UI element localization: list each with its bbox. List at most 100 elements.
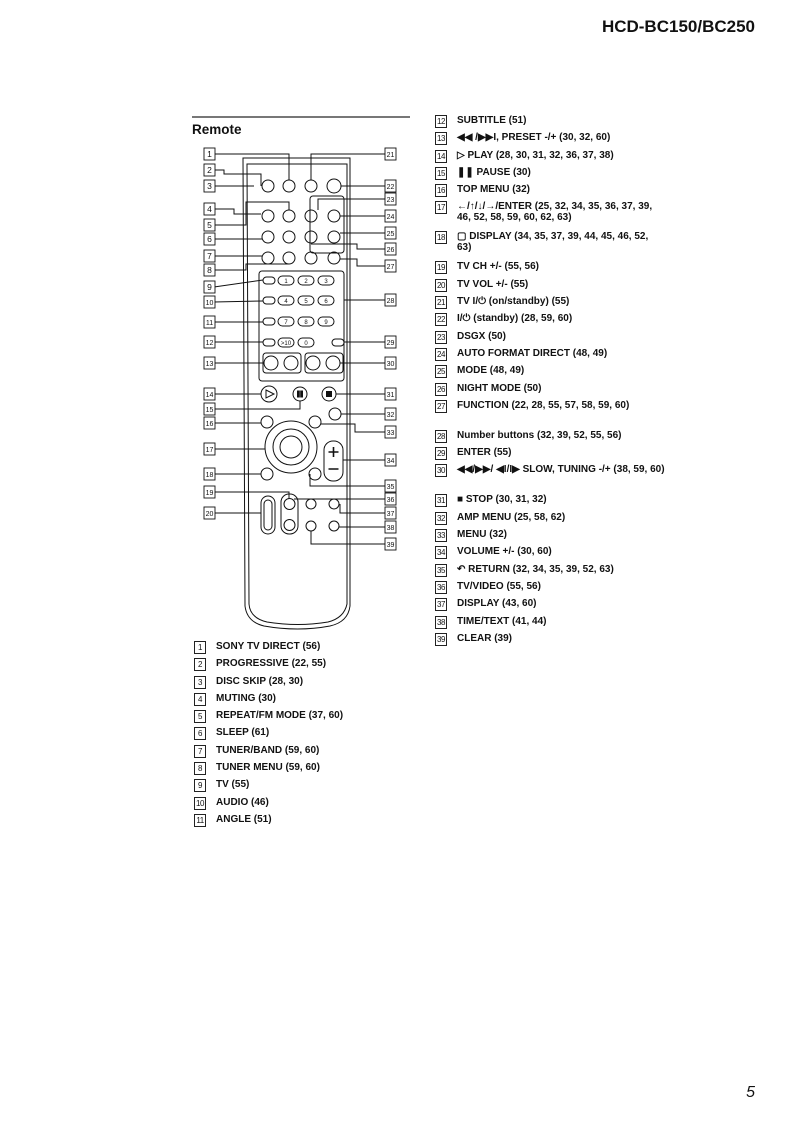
model-header: HCD-BC150/BC250 bbox=[601, 17, 755, 36]
svg-text:22: 22 bbox=[387, 184, 395, 191]
legend-item: 17←/↑/↓/→/ENTER (25, 32, 34, 35, 36, 37,… bbox=[435, 201, 665, 231]
legend-number-box: 31 bbox=[435, 494, 447, 508]
legend-number-box: 2 bbox=[194, 658, 206, 672]
legend-number-box: 18 bbox=[435, 231, 447, 245]
svg-text:20: 20 bbox=[206, 511, 214, 518]
legend-text: SUBTITLE (51) bbox=[457, 115, 527, 126]
legend-item: 23 DSGX (50) bbox=[435, 330, 665, 348]
legend-number-box: 19 bbox=[435, 261, 447, 275]
legend-text: ▷ PLAY (28, 30, 31, 32, 36, 37, 38) bbox=[457, 149, 614, 161]
right-panel-frame bbox=[309, 195, 345, 254]
svg-text:21: 21 bbox=[387, 152, 395, 159]
legend-item: 33 MENU (32) bbox=[435, 529, 665, 546]
legend-text: VOLUME +/- (30, 60) bbox=[457, 546, 552, 558]
page-number: 5 bbox=[746, 1084, 755, 1101]
legend-text: DISC SKIP (28, 30) bbox=[216, 675, 304, 687]
legend-left-column: 1 SONY TV DIRECT (56) 2 PROGRESSIVE (22, 55… bbox=[194, 641, 404, 831]
key-3-label: 3 bbox=[324, 279, 328, 285]
svg-text:25: 25 bbox=[387, 231, 395, 238]
legend-number-box: 6 bbox=[194, 727, 206, 741]
svg-text:14: 14 bbox=[206, 392, 214, 399]
svg-text:7: 7 bbox=[207, 251, 212, 261]
svg-text:3: 3 bbox=[207, 181, 212, 191]
legend-text: TUNER MENU (59, 60) bbox=[216, 762, 320, 774]
svg-text:34: 34 bbox=[387, 458, 395, 465]
legend-text: DISPLAY (43, 60) bbox=[457, 598, 537, 610]
legend-item: 15 ❚❚ PAUSE (30) bbox=[435, 166, 665, 184]
svg-text:37: 37 bbox=[387, 511, 395, 518]
legend-number-box: 37 bbox=[435, 598, 447, 612]
legend-number-box: 25 bbox=[435, 365, 447, 379]
legend-text: ❚❚ PAUSE (30) bbox=[457, 166, 531, 178]
legend-item: 30◀◀/▶▶/ ◀I/I▶ SLOW, TUNING -/+ (38, 59,… bbox=[435, 464, 665, 494]
svg-text:32: 32 bbox=[387, 412, 395, 419]
legend-number-box: 4 bbox=[194, 692, 206, 706]
section-divider bbox=[192, 116, 410, 118]
legend-text: MENU (32) bbox=[457, 529, 508, 541]
legend-item: 13◀◀ /▶▶I, PRESET -/+ (30, 32, 60) bbox=[435, 132, 665, 149]
legend-number-box: 10 bbox=[194, 796, 206, 810]
legend-text: CLEAR (39) bbox=[457, 632, 513, 644]
section-title: Remote bbox=[192, 122, 242, 137]
legend-number-box: 15 bbox=[435, 166, 447, 180]
legend-number-box: 28 bbox=[435, 429, 447, 443]
legend-item: 14▷ PLAY (28, 30, 31, 32, 36, 37, 38) bbox=[435, 149, 665, 167]
legend-text: AUTO FORMAT DIRECT (48, 49) bbox=[457, 347, 608, 359]
legend-item: 32 AMP MENU (25, 58, 62) bbox=[435, 511, 665, 529]
legend-number-box: 23 bbox=[435, 330, 447, 344]
legend-text: AMP MENU (25, 58, 62) bbox=[457, 511, 566, 523]
svg-text:10: 10 bbox=[206, 300, 214, 307]
legend-text: ■ STOP (30, 31, 32) bbox=[457, 494, 547, 506]
key-2-label: 2 bbox=[304, 279, 308, 285]
legend-text: SONY TV DIRECT (56) bbox=[216, 641, 321, 652]
legend-right-column: 12 SUBTITLE (51) 13◀◀ /▶▶I, PRESET -/+ (30… bbox=[435, 115, 665, 650]
key-4-label: 4 bbox=[284, 299, 288, 305]
svg-text:23: 23 bbox=[387, 197, 395, 204]
legend-text: TIME/TEXT (41, 44) bbox=[457, 615, 547, 627]
legend-item: 24 AUTO FORMAT DIRECT (48, 49) bbox=[435, 347, 665, 365]
legend-number-box: 22 bbox=[435, 313, 447, 327]
legend-text: PROGRESSIVE (22, 55) bbox=[216, 658, 327, 670]
legend-number-box: 33 bbox=[435, 529, 447, 543]
legend-number-box: 1 bbox=[194, 641, 206, 654]
legend-number-box: 12 bbox=[435, 115, 447, 128]
legend-text: DSGX (50) bbox=[457, 330, 506, 342]
svg-text:18: 18 bbox=[206, 472, 214, 479]
legend-item: 18 ▢ DISPLAY (34, 35, 37, 39, 44, 45, 46,… bbox=[435, 231, 665, 261]
svg-text:2: 2 bbox=[207, 165, 212, 175]
legend-text: ▢ DISPLAY (34, 35, 37, 39, 44, 45, 46, 5… bbox=[457, 231, 649, 254]
legend-number-box: 24 bbox=[435, 347, 447, 361]
legend-text: Number buttons (32, 39, 52, 55, 56) bbox=[457, 429, 622, 441]
legend-item: 2 PROGRESSIVE (22, 55) bbox=[194, 658, 404, 675]
remote-control-diagram: 1 2 3 4 5 6 7 8 9 >10 0 123 456 bbox=[203, 147, 397, 630]
legend-number-box: 9 bbox=[194, 779, 206, 793]
svg-text:13: 13 bbox=[206, 361, 214, 368]
key-10-label: >10 bbox=[281, 341, 292, 347]
legend-text: FUNCTION (22, 28, 55, 57, 58, 59, 60) bbox=[457, 399, 630, 411]
svg-text:27: 27 bbox=[387, 264, 395, 271]
key-7-label: 7 bbox=[284, 320, 288, 326]
legend-item: 28 Number buttons (32, 39, 52, 55, 56) bbox=[435, 429, 665, 447]
legend-item: 12 SUBTITLE (51) bbox=[435, 115, 665, 132]
legend-text: TV CH +/- (55, 56) bbox=[457, 261, 539, 273]
volume-rocker bbox=[323, 440, 344, 482]
legend-item: 37 DISPLAY (43, 60) bbox=[435, 598, 665, 615]
legend-number-box: 32 bbox=[435, 511, 447, 525]
legend-text: ENTER (55) bbox=[457, 447, 512, 459]
svg-text:5: 5 bbox=[207, 220, 212, 230]
